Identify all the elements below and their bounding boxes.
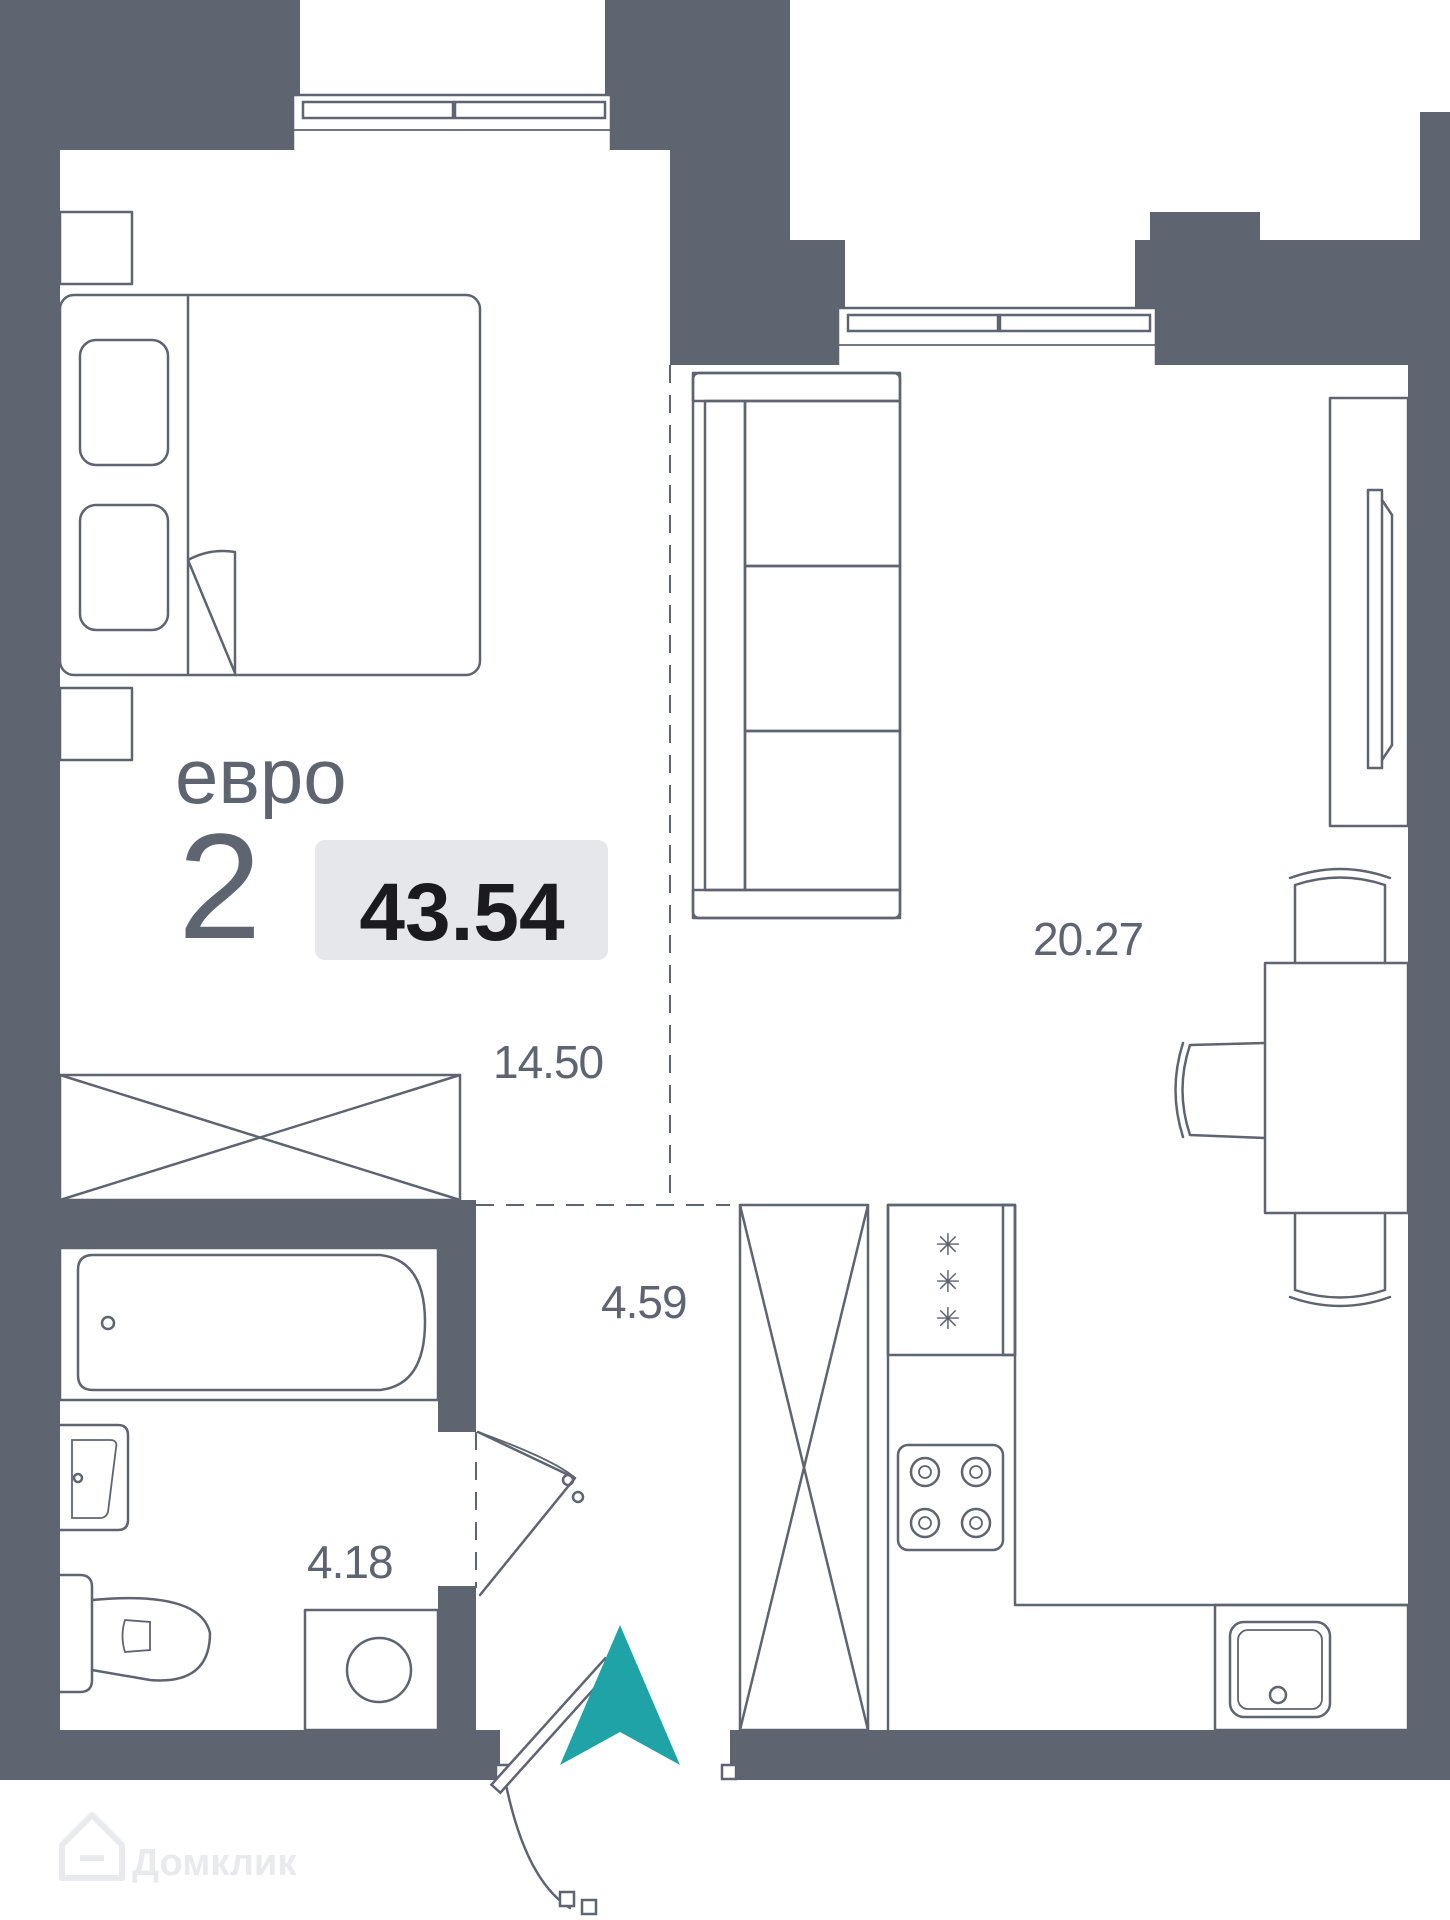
bathroom-furniture bbox=[58, 1246, 440, 1732]
zone-dividers bbox=[475, 365, 730, 1588]
watermark-text: Домклик bbox=[132, 1842, 297, 1884]
bathroom-area-label: 4.18 bbox=[307, 1536, 393, 1588]
total-area-badge bbox=[315, 840, 608, 960]
total-area-label: 43.54 bbox=[359, 867, 565, 958]
bedroom-area-label: 14.50 bbox=[493, 1036, 603, 1088]
window-top-right bbox=[836, 240, 1158, 370]
domclick-watermark: Домклик bbox=[59, 1812, 297, 1884]
hallway-furniture bbox=[476, 1203, 870, 1732]
svg-text:✳: ✳ bbox=[935, 1265, 960, 1300]
hallway-area-label: 4.59 bbox=[601, 1276, 687, 1328]
interior bbox=[60, 150, 1408, 1730]
living-furniture: ✳ ✳ ✳ bbox=[691, 371, 1410, 1732]
living-kitchen-area-label: 20.27 bbox=[1033, 913, 1143, 965]
window-top-left bbox=[291, 25, 613, 162]
apartment-type-label: евро bbox=[175, 732, 347, 820]
svg-text:✳: ✳ bbox=[935, 1302, 960, 1337]
bedroom-furniture bbox=[58, 210, 482, 1202]
domclick-logo-icon bbox=[59, 1812, 125, 1881]
entrance-arrow-icon bbox=[560, 1625, 680, 1765]
walls bbox=[0, 0, 1450, 1780]
rooms-count-label: 2 bbox=[178, 802, 261, 970]
svg-text:✳: ✳ bbox=[935, 1228, 960, 1263]
